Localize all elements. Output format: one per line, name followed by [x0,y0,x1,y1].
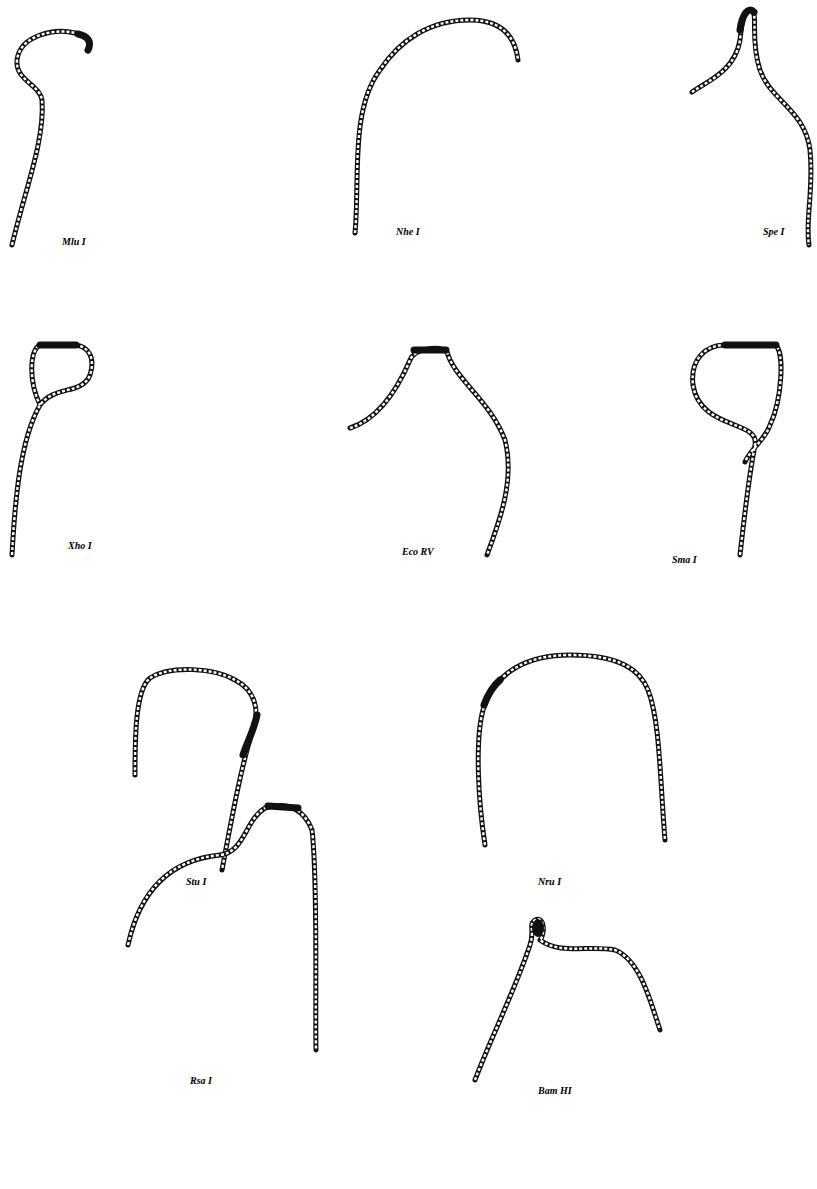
dna-helix-texture [355,20,518,233]
dna-helix [693,345,781,555]
enzyme-label: Xho I [68,540,92,552]
dna-helix-texture [12,31,89,245]
bend-site [484,680,500,705]
enzyme-label: Rsa I [190,1075,212,1087]
enzyme-label: Eco RV [402,546,434,558]
bend-site [532,919,544,937]
dna-helix [128,805,316,1050]
dna-helix-texture [135,670,256,870]
bend-site [40,10,776,937]
dna-helix-texture [128,805,316,1050]
dna-helix [355,20,518,233]
bend-site [78,34,90,50]
enzyme-label: Bam HI [538,1085,572,1097]
dna-helix [12,345,92,555]
dna-helix [692,10,811,245]
bend-site [268,806,298,808]
enzyme-label: Nru I [538,876,561,888]
dna-helix-texture [478,655,665,845]
enzyme-label: Mlu I [62,236,86,248]
dna-helix [350,348,508,555]
enzyme-label: Stu I [186,876,206,888]
dna-helix-texture [693,345,781,555]
bend-site [243,715,257,755]
enzyme-label: Spe I [763,226,784,238]
enzyme-label: Sma I [672,554,697,566]
dna-helix-texture [692,10,811,245]
dna-strand [12,10,811,1080]
bend-site [40,342,76,349]
dna-helix-texture [475,919,660,1080]
bend-site [740,10,754,30]
dna-helix [12,31,89,245]
dna-helix-texture [350,348,508,555]
dna-helix-texture [12,345,92,555]
dna-helix [135,670,256,870]
dna-helix [475,919,660,1080]
bend-site [725,342,776,349]
bend-site [414,347,446,354]
dna-helix [478,655,665,845]
enzyme-label: Nhe I [396,226,420,238]
